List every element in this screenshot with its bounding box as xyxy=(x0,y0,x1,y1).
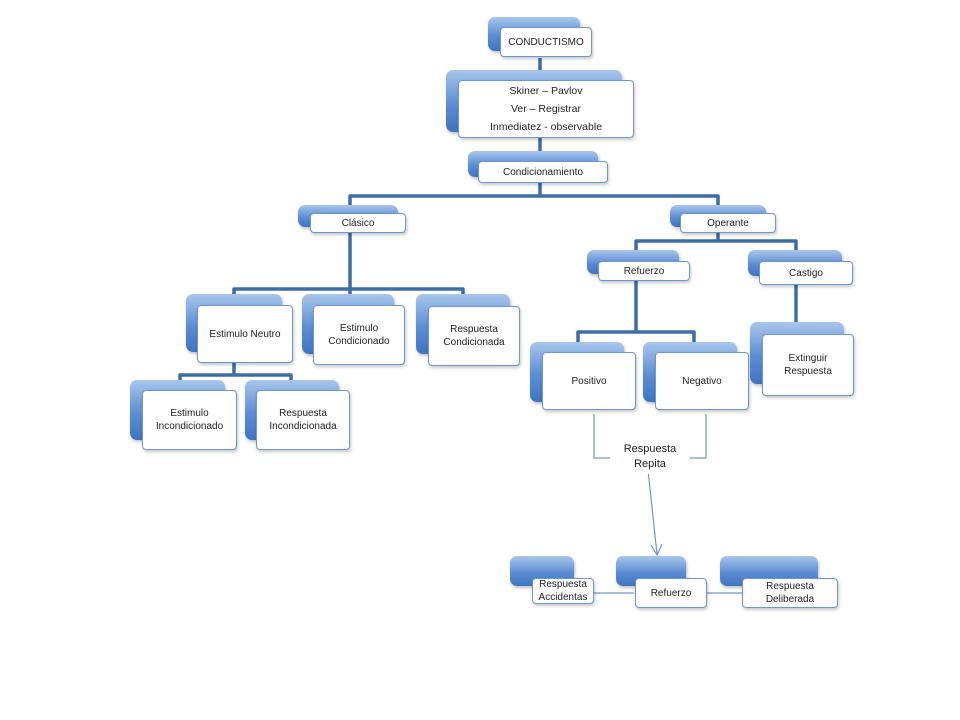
node-castigo[interactable]: Castigo xyxy=(759,261,853,285)
node-refuerzo-bottom[interactable]: Refuerzo xyxy=(635,578,707,608)
annotation-line-1: Respuesta xyxy=(623,443,677,455)
node-autores-line-1: Skiner – Pavlov xyxy=(509,85,583,97)
connector-condicionamiento-branches xyxy=(348,183,542,212)
node-refuerzo-label: Refuerzo xyxy=(623,265,665,277)
node-extinguir-respuesta[interactable]: Extinguir Respuesta xyxy=(762,334,854,396)
node-respuesta-deliberada-label: Respuesta Deliberada xyxy=(765,581,815,605)
node-autores-line-3: Inmediatez - observable xyxy=(489,121,603,133)
node-condicionamiento[interactable]: Condicionamiento xyxy=(478,161,608,183)
node-respuesta-condicionada[interactable]: Respuesta Condicionada xyxy=(428,306,520,366)
node-respuesta-deliberada[interactable]: Respuesta Deliberada xyxy=(742,578,838,608)
node-respuesta-incondicionada-label: Respuesta Incondicionada xyxy=(269,408,337,432)
node-respuesta-condicionada-label: Respuesta Condicionada xyxy=(443,324,505,348)
node-operante-label: Operante xyxy=(707,217,749,229)
node-negativo-label: Negativo xyxy=(682,375,722,387)
node-respuesta-accidental-label: Respuesta Accidentas xyxy=(538,579,588,603)
node-refuerzo-bottom-label: Refuerzo xyxy=(650,587,692,599)
connector-to-castigo xyxy=(718,239,798,254)
annotation-respuesta-repita: Respuesta Repita xyxy=(610,442,690,474)
arrow-shaft-to-refuerzo xyxy=(647,469,658,555)
arrow-head-to-refuerzo xyxy=(650,543,663,557)
annotation-line-2: Repita xyxy=(634,458,666,470)
node-clasico-label: Clásico xyxy=(341,217,375,229)
node-respuesta-accidental[interactable]: Respuesta Accidentas xyxy=(532,578,594,604)
node-castigo-label: Castigo xyxy=(789,267,823,279)
connector-clasico-children xyxy=(232,232,352,302)
connector-refuerzo-children xyxy=(576,279,638,346)
node-operante[interactable]: Operante xyxy=(680,213,776,233)
node-respuesta-incondicionada[interactable]: Respuesta Incondicionada xyxy=(256,390,350,450)
node-estimulo-incondicionado[interactable]: Estimulo Incondicionado xyxy=(142,390,237,450)
node-autores-line-2: Ver – Registrar xyxy=(510,103,582,115)
node-positivo[interactable]: Positivo xyxy=(542,352,636,410)
node-clasico[interactable]: Clásico xyxy=(310,213,406,233)
node-positivo-label: Positivo xyxy=(571,375,607,387)
node-conductismo-label: CONDUCTISMO xyxy=(508,36,584,48)
node-estimulo-incondicionado-label: Estimulo Incondicionado xyxy=(155,408,224,432)
node-estimulo-condicionado[interactable]: Estimulo Condicionado xyxy=(313,305,405,365)
node-estimulo-neutro[interactable]: Estimulo Neutro xyxy=(197,305,293,363)
node-conductismo[interactable]: CONDUCTISMO xyxy=(500,27,592,57)
connector-operante-children xyxy=(634,232,720,254)
connector-to-negativo xyxy=(636,330,696,346)
node-negativo[interactable]: Negativo xyxy=(655,352,749,410)
node-extinguir-respuesta-label: Extinguir Respuesta xyxy=(784,353,832,377)
node-estimulo-neutro-label: Estimulo Neutro xyxy=(209,328,281,340)
node-estimulo-condicionado-label: Estimulo Condicionado xyxy=(328,323,390,347)
node-condicionamiento-label: Condicionamiento xyxy=(502,166,584,178)
node-autores[interactable]: Skiner – Pavlov Ver – Registrar Inmediat… xyxy=(458,80,634,138)
node-refuerzo[interactable]: Refuerzo xyxy=(598,261,690,281)
